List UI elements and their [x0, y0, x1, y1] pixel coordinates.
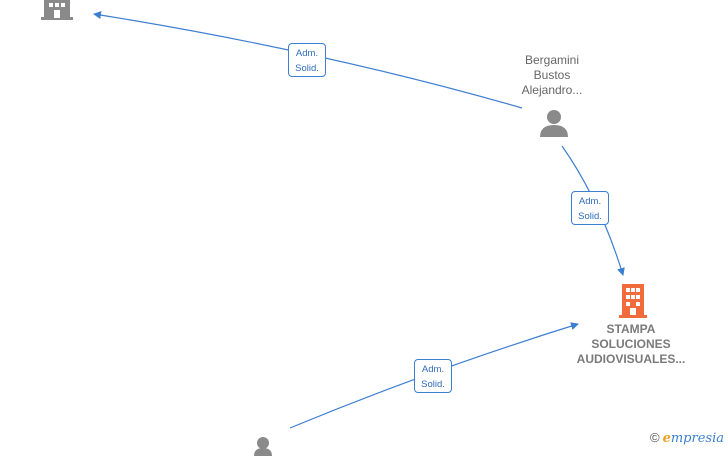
stampa-company-label[interactable]: STAMPA SOLUCIONES AUDIOVISUALES...: [576, 322, 686, 366]
building-icon[interactable]: [617, 284, 649, 318]
edge-label-line2: Solid.: [578, 211, 602, 222]
edge-label-line1: Adm.: [578, 196, 602, 207]
edge-label-line2: Solid.: [421, 379, 445, 390]
edge-label-adm-solid[interactable]: Adm. Solid.: [414, 359, 452, 393]
edge-label-adm-solid[interactable]: Adm. Solid.: [571, 191, 609, 225]
edge-label-line2: Solid.: [295, 63, 319, 74]
edge-label-adm-solid[interactable]: Adm. Solid.: [288, 43, 326, 77]
empresia-watermark: ©empresia: [650, 430, 724, 446]
brand-name: mpresia: [670, 431, 724, 446]
person-bergamini-label[interactable]: Bergamini Bustos Alejandro...: [521, 53, 583, 97]
edge-label-line1: Adm.: [295, 48, 319, 59]
person-icon[interactable]: [254, 436, 272, 456]
edge-label-line1: Adm.: [421, 364, 445, 375]
copyright-symbol: ©: [649, 430, 660, 445]
building-icon[interactable]: [40, 0, 74, 20]
brand-e: e: [662, 431, 671, 446]
person-icon[interactable]: [539, 109, 569, 137]
